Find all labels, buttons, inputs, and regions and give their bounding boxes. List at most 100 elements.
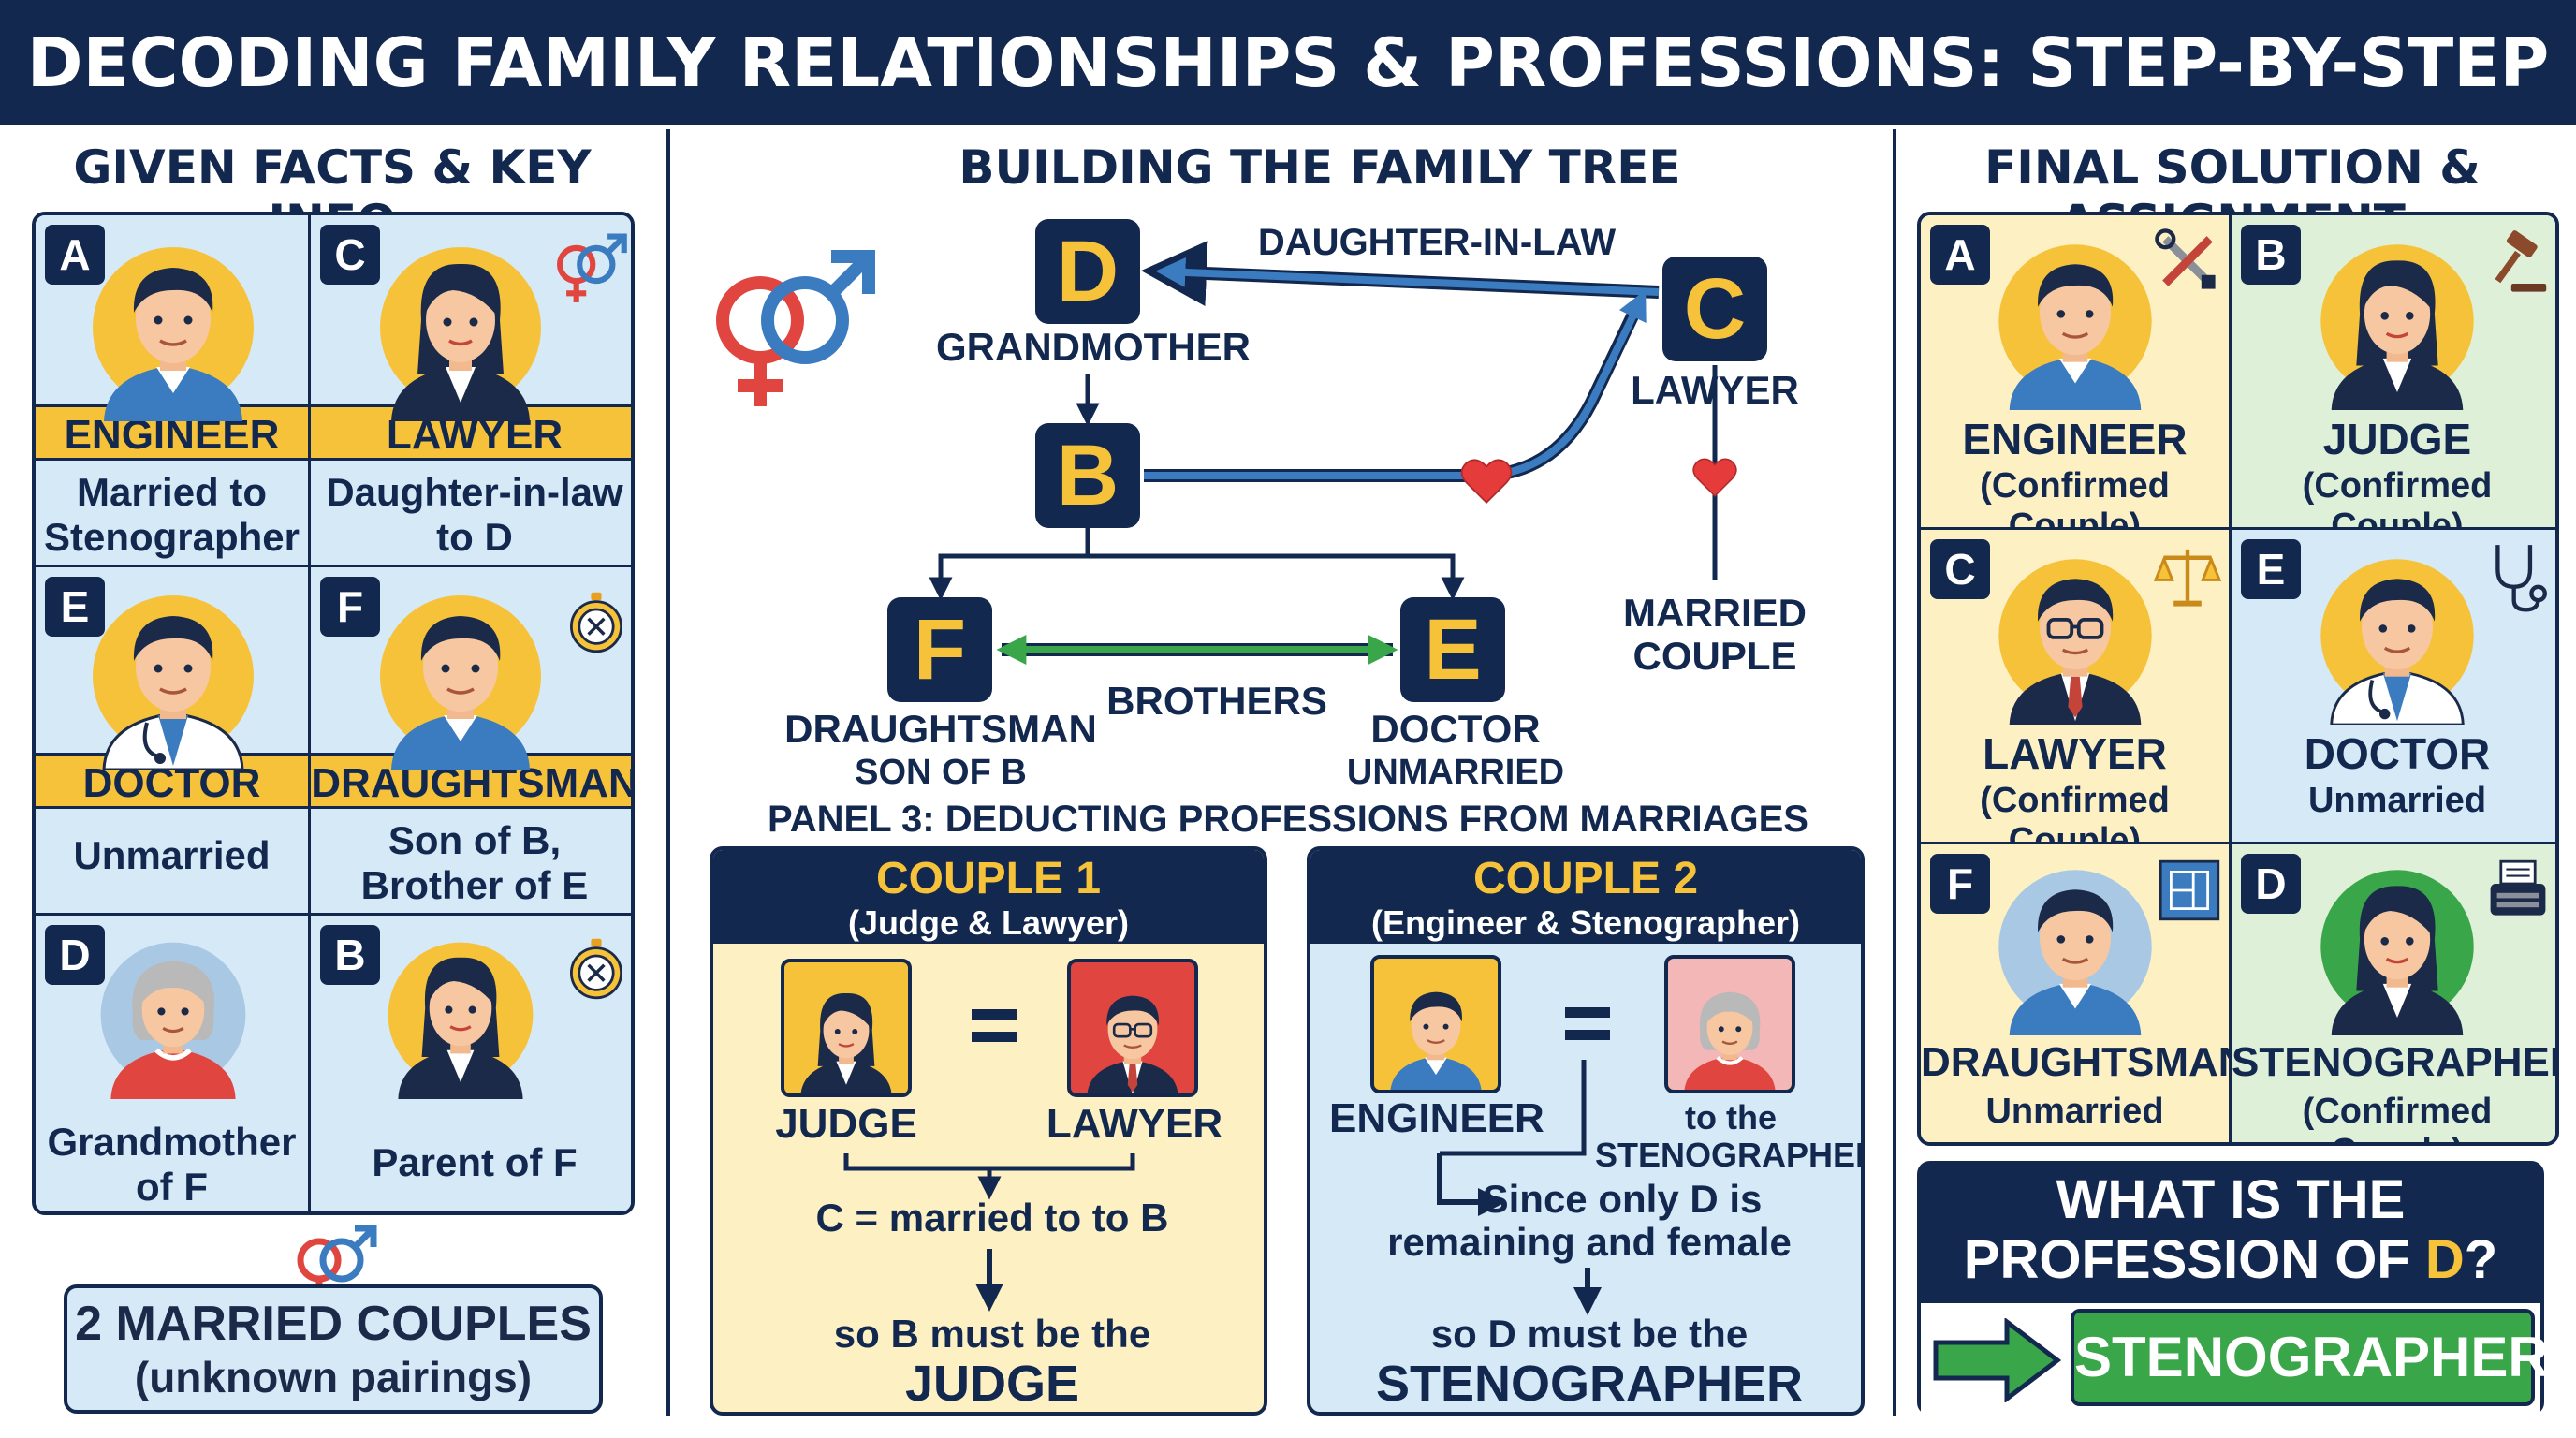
letter-badge: E [45,577,105,637]
equals-sign [972,1009,1017,1042]
couple1-right-label: LAWYER [1046,1101,1223,1147]
compass-icon [564,936,629,1002]
couple1-step1: C = married to to B [815,1196,1169,1240]
daughter-in-law-label: DAUGHTER-IN-LAW [1257,222,1617,263]
tree-node-f: F [887,597,992,702]
gender-symbols-icon [547,227,629,309]
letter-badge: B [320,925,380,985]
letter-badge: E [2241,539,2301,599]
letter-badge: F [1930,854,1990,914]
letter-badge: D [2241,854,2301,914]
arrow-daughter-in-law [1155,257,1660,296]
typewriter-icon [2490,859,2546,916]
letter-badge: B [2241,225,2301,285]
avatar [93,595,254,770]
judge-portrait [781,959,912,1097]
avatar [1998,870,2152,1035]
avatar [1998,244,2152,410]
question-text: WHAT IS THE PROFESSION OF D? [1963,1169,2498,1290]
lawyer-label: LAWYER [1631,368,1799,412]
couple1-box: COUPLE 1 (Judge & Lawyer) JUDGE LAWYER C… [710,846,1267,1416]
fact-description: Unmarried [73,833,271,877]
married-couples-box: 2 MARRIED COUPLES (unknown pairings) [64,1284,603,1414]
tree-node-b: B [1035,423,1140,528]
grandmother-label: GRANDMOTHER [936,325,1251,369]
married-couples-note: (unknown pairings) [134,1353,533,1401]
scales-icon [2153,549,2222,607]
column-divider-left [666,129,670,1416]
couple1-merge-bracket [843,1153,1135,1312]
final-cell-d: D STENOGRAPHER (Confirmed Couple) [2232,844,2559,1142]
final-cell-f: F DRAUGHTSMAN Unmarried [1921,844,2248,1142]
tree-node-d: D [1035,219,1140,324]
couple2-left-label: ENGINEER [1329,1095,1544,1141]
tools-icon [2155,228,2216,289]
couple2-header: COUPLE 2 (Engineer & Stenographer) [1310,850,1861,944]
fact-card-e: E DOCTOR Unmarried [36,567,311,916]
answer-panel: STENOGRAPHER [1921,1303,2549,1416]
tree-node-c: C [1662,257,1767,361]
avatar [380,595,541,770]
gavel-icon [2495,230,2547,292]
final-profession: STENOGRAPHER [2232,1039,2559,1085]
final-solution-grid: A ENGINEER (Confirmed Couple) B JUDGE (C… [1917,212,2559,1146]
final-cell-e: E DOCTOR Unmarried [2232,530,2555,844]
fact-card-b: B Parent of F [311,916,631,1211]
column-divider-right [1893,129,1896,1416]
couple2-result: STENOGRAPHER [1375,1356,1804,1412]
letter-badge: C [1930,539,1990,599]
compass-icon [564,590,629,655]
engineer-portrait [1370,955,1501,1093]
final-status: (Confirmed Couple) [2302,1092,2493,1142]
final-status: Unmarried [2307,781,2487,820]
letter-badge: A [45,225,105,285]
avatar [2320,244,2474,410]
couple2-box: COUPLE 2 (Engineer & Stenographer) ENGIN… [1307,846,1865,1416]
final-status: Unmarried [1985,1092,2164,1131]
final-profession: LAWYER [1983,729,2167,778]
profession-band: LAWYER [311,404,631,461]
avatar [388,942,534,1099]
final-cell-b: B JUDGE (Confirmed Couple) [2232,215,2555,546]
arrow-right-icon [1933,1318,2061,1402]
lawyer-portrait [1067,959,1198,1097]
answer-badge: STENOGRAPHER [2071,1309,2549,1406]
letter-badge: D [45,925,105,985]
panel3-title: PANEL 3: DEDUCTING PROFESSIONS FROM MARR… [768,799,1808,840]
brothers-label: BROTHERS [1106,679,1327,723]
equals-sign [1565,1007,1610,1040]
letter-badge: C [320,225,380,285]
stenographer-portrait [1664,955,1795,1093]
final-cell-a: A ENGINEER (Confirmed Couple) [1921,215,2232,546]
fact-card-f: F DRAUGHTSMAN Son of B,Brother of E [311,567,631,916]
couple1-left-label: JUDGE [775,1101,917,1147]
heart-icon [1456,453,1516,509]
fact-description: Parent of F [372,1140,578,1184]
arrow-b-to-e [1088,553,1465,601]
tree-node-e: E [1400,597,1505,702]
question-answer-box: WHAT IS THE PROFESSION OF D? STENOGRAPHE… [1917,1161,2549,1416]
blueprint-icon [2159,859,2220,921]
avatar [2320,559,2474,725]
avatar [380,247,541,421]
final-cell-c: C LAWYER (Confirmed Couple) [1921,530,2232,860]
page-title: DECODING FAMILY RELATIONSHIPS & PROFESSI… [0,0,2576,227]
avatar [100,942,246,1099]
final-profession: JUDGE [2322,415,2472,463]
couple1-result: JUDGE [904,1356,1080,1412]
couple2-flow-arrows [1437,1060,1602,1315]
final-profession: DOCTOR [2304,729,2491,778]
avatar [1998,559,2152,725]
final-profession: ENGINEER [1962,415,2188,463]
couple1-header: COUPLE 1 (Judge & Lawyer) [713,850,1264,944]
